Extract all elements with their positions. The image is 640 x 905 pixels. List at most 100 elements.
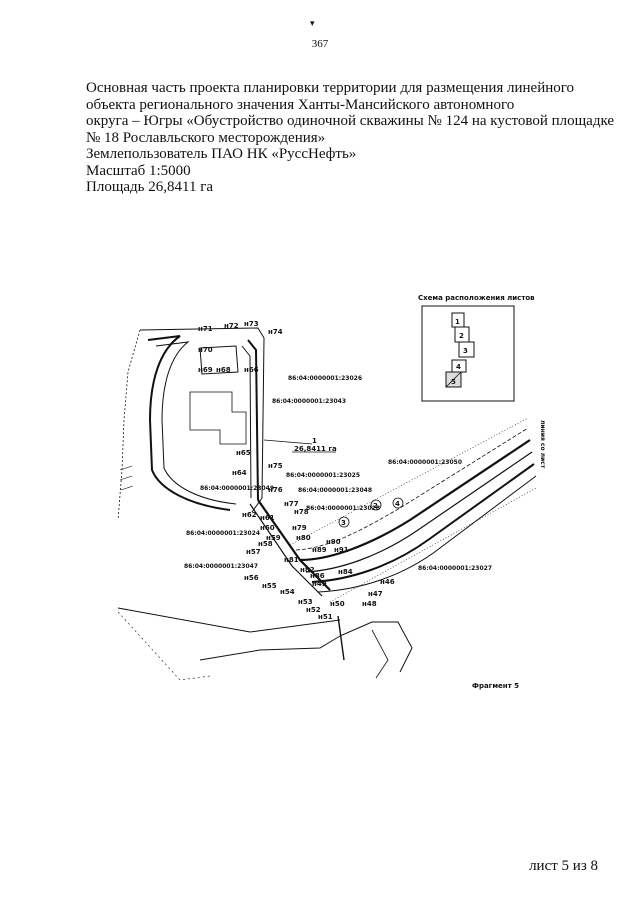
pt-n69: н69	[198, 366, 213, 374]
pt-n78: н78	[294, 508, 309, 516]
inset-sheet-3	[458, 341, 475, 358]
inset-sheet-3-label: 3	[463, 347, 468, 355]
area-line: Площадь 26,8411 га	[86, 179, 214, 195]
pt-n56: н56	[244, 574, 259, 582]
pt-n61: н61	[260, 514, 275, 522]
pt-n80: н80	[296, 534, 311, 542]
inset-hatch	[445, 371, 462, 388]
pt-n54: н54	[280, 588, 295, 596]
corridor-ne-3	[311, 463, 535, 583]
corridor-east-2	[241, 345, 252, 499]
pt-n90: н90	[326, 538, 341, 546]
area-number: 1	[312, 437, 317, 445]
pt-n71: н71	[198, 325, 213, 333]
cadastral-23047: 86:04:0000001:23047	[184, 563, 258, 570]
left-ticks	[119, 465, 134, 491]
pt-n65: н65	[236, 449, 251, 457]
pt-n81: н81	[284, 556, 299, 564]
scale-line: Масштаб 1:5000	[86, 162, 191, 179]
road-south-2	[199, 635, 341, 661]
pt-n51: н51	[318, 613, 333, 621]
pt-n86: н86	[310, 572, 325, 580]
pt-n57: н57	[246, 548, 261, 556]
pt-n46: н46	[380, 578, 395, 586]
pt-n76: н76	[268, 486, 283, 494]
inset-sheet-4-label: 4	[456, 363, 461, 371]
pt-n75: н75	[268, 462, 283, 470]
pt-n59: н59	[266, 534, 281, 542]
corridor-west-2	[155, 341, 237, 505]
pt-n66: н66	[244, 366, 259, 374]
cadastral-23024: 86:04:0000001:23024	[186, 530, 260, 537]
pt-n55: н55	[262, 582, 277, 590]
scan-mark: ▾	[310, 18, 315, 28]
land-user-line: Землепользователь ПАО НК «РуссНефть»	[86, 146, 357, 162]
inset-sheet-5-label: 5	[451, 378, 456, 386]
pt-n73: н73	[244, 320, 259, 328]
sheet-footer: лист 5 из 8	[529, 858, 598, 874]
pt-n91: н91	[334, 546, 349, 554]
inset-sheet-1-label: 1	[455, 318, 460, 326]
corridor-south-2	[249, 503, 323, 597]
pt-n52: н52	[306, 606, 321, 614]
callout-2: 2	[373, 502, 378, 510]
header-line-2: объекта регионального значения Ханты-Ман…	[86, 96, 515, 113]
cadastral-23027: 86:04:0000001:23027	[418, 565, 492, 572]
corridor-ne-2	[305, 451, 533, 573]
corridor-east-1	[247, 339, 259, 501]
road-southeast	[339, 621, 413, 673]
pt-n70: н70	[198, 346, 213, 354]
pt-n77: н77	[284, 500, 299, 508]
pt-n82: н82	[300, 566, 315, 574]
corridor-boundary-north	[289, 417, 529, 546]
corridor-ne-1	[299, 439, 531, 562]
cadastral-labels: 86:04:0000001:23026 86:04:0000001:23043 …	[184, 375, 492, 572]
fragment-label: Фрагмент 5	[472, 682, 519, 690]
corridor-west-1	[147, 335, 231, 511]
point-labels: н71 н72 н73 н74 н70 н69 н68 н66 н65 н64 …	[198, 320, 395, 621]
corridor-boundary-south	[329, 487, 537, 603]
cadastral-23028: 86:04:0000001:23028	[306, 505, 380, 512]
pt-n74: н74	[268, 328, 283, 336]
pt-n84: н84	[338, 568, 353, 576]
inset-frame	[421, 305, 515, 402]
cadastral-23025: 86:04:0000001:23025	[286, 472, 360, 479]
pt-n72: н72	[224, 322, 239, 330]
pt-n49: н49	[312, 580, 327, 588]
inset-sheet-2-label: 2	[459, 332, 464, 340]
pt-n64: н64	[232, 469, 247, 477]
road-southeast-inner	[371, 629, 389, 679]
callout-3: 3	[341, 519, 346, 527]
map-drawing	[117, 327, 537, 681]
road-south-1	[117, 607, 341, 633]
pt-n62: н62	[242, 511, 257, 519]
cadastral-23049: 86:04:0000001:23049	[200, 485, 274, 492]
pt-n79: н79	[292, 524, 307, 532]
pt-n48: н48	[362, 600, 377, 608]
pad-building	[189, 391, 247, 445]
pt-n68: н68	[216, 366, 231, 374]
header-line-3: округа – Югры «Обустройство одиночной ск…	[86, 113, 615, 129]
callout-circle-4	[392, 497, 404, 509]
page-number: 367	[311, 38, 329, 50]
corridor-ne-dashed	[295, 427, 529, 551]
cadastral-23026: 86:04:0000001:23026	[288, 375, 362, 382]
contour-southwest	[117, 611, 211, 681]
cadastral-23048: 86:04:0000001:23048	[298, 487, 372, 494]
match-line-text: линия со лист	[539, 420, 546, 469]
inset-title: Схема расположения листов	[418, 294, 535, 302]
pt-n47: н47	[368, 590, 383, 598]
pt-n50: н50	[330, 600, 345, 608]
cadastral-23043: 86:04:0000001:23043	[272, 398, 346, 405]
pt-n60: н60	[260, 524, 275, 532]
callout-circle-3	[338, 516, 350, 528]
boundary-left	[117, 329, 141, 521]
header-line-1: Основная часть проекта планировки террит…	[86, 80, 575, 96]
cadastral-23050: 86:04:0000001:23050	[388, 459, 462, 466]
well-pad	[199, 345, 239, 375]
corridor-ne-4	[317, 475, 537, 593]
document-header: Основная часть проекта планировки террит…	[86, 80, 615, 196]
pipe-stub-south	[337, 615, 345, 661]
pt-n89: н89	[312, 546, 327, 554]
